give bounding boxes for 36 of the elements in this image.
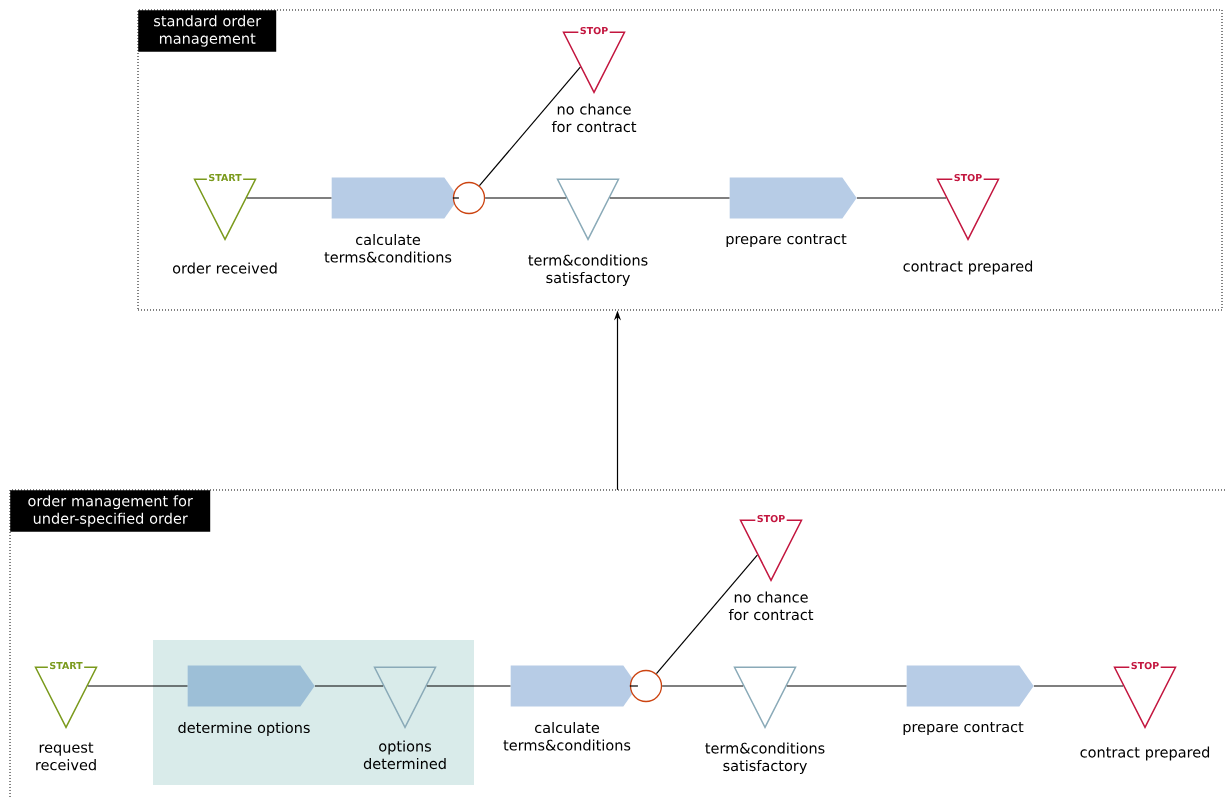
connector-line bbox=[786, 685, 908, 687]
group-title: order management for under-specified order bbox=[10, 490, 211, 532]
start-triangle: START bbox=[193, 172, 257, 241]
connector-line bbox=[655, 554, 758, 675]
group-title: standard order management bbox=[138, 10, 277, 52]
function-label: prepare contract bbox=[903, 721, 1024, 736]
connector-circle bbox=[452, 181, 486, 215]
connector-line bbox=[478, 66, 581, 187]
stop-triangle: STOP bbox=[739, 513, 803, 582]
event-label: contract prepared bbox=[903, 260, 1033, 275]
event-label: contract prepared bbox=[1080, 746, 1210, 761]
stop-triangle: STOP bbox=[562, 25, 626, 94]
connector-line bbox=[426, 685, 512, 687]
event-label: term&conditions satisfactory bbox=[528, 254, 648, 286]
event-label: no chance for contract bbox=[551, 103, 637, 133]
event-label: options determined bbox=[363, 740, 446, 770]
connector-line bbox=[609, 197, 731, 199]
connector-line bbox=[246, 197, 333, 199]
event-label: order received bbox=[172, 262, 277, 274]
connector-line bbox=[661, 685, 744, 687]
stop-triangle: STOP bbox=[936, 172, 1000, 241]
connector-circle bbox=[629, 669, 663, 703]
event-label: request received bbox=[36, 742, 96, 771]
event-label: term&conditions satisfactory bbox=[705, 742, 825, 774]
event-label: no chance for contract bbox=[728, 591, 814, 621]
stop-triangle: STOP bbox=[1113, 660, 1177, 729]
connector-line bbox=[856, 197, 947, 199]
connector-line bbox=[314, 685, 384, 687]
connector-line bbox=[87, 685, 189, 687]
start-triangle: START bbox=[34, 660, 98, 729]
connector-line bbox=[1033, 685, 1124, 687]
connector-line bbox=[484, 197, 567, 199]
function-label: calculate terms&conditions bbox=[324, 233, 452, 263]
function-label: calculate terms&conditions bbox=[503, 721, 631, 751]
function-label: prepare contract bbox=[726, 233, 847, 248]
function-label: determine options bbox=[178, 721, 310, 736]
